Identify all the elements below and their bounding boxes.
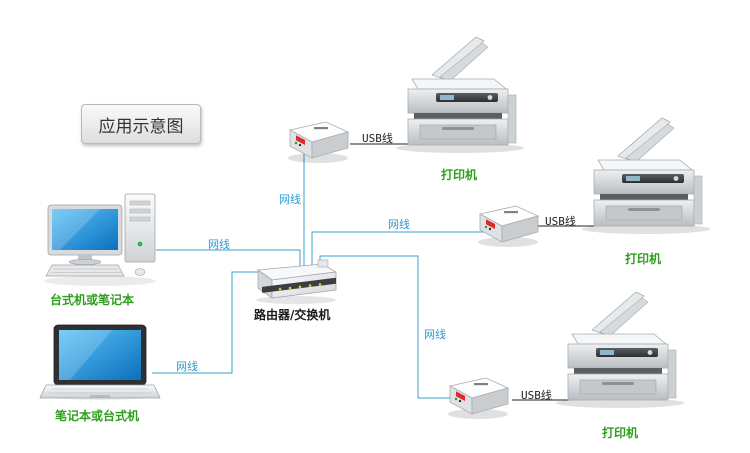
laptop-computer xyxy=(39,324,161,400)
diagram-title: 应用示意图 xyxy=(81,104,201,144)
printer-mid xyxy=(581,117,711,235)
printer-mid-caption: 打印机 xyxy=(625,252,662,266)
desktop-computer xyxy=(44,193,156,286)
usb-label-top: USB线 xyxy=(362,132,393,145)
printer-bottom-caption: 打印机 xyxy=(602,426,639,440)
cable-laptop-router xyxy=(152,271,262,374)
print-server-bottom xyxy=(447,377,509,420)
router-caption: 路由器/交换机 xyxy=(254,308,331,322)
laptop-caption: 笔记本或台式机 xyxy=(55,409,140,423)
print-server-top xyxy=(287,121,349,164)
printer-bottom xyxy=(555,291,685,409)
print-server-mid xyxy=(477,205,539,248)
printer-top xyxy=(395,36,525,154)
printer-top-caption: 打印机 xyxy=(441,168,478,182)
network-label-bottom: 网线 xyxy=(424,328,446,341)
router-switch xyxy=(256,259,338,304)
desktop-caption: 台式机或笔记本 xyxy=(50,293,135,307)
network-label-desktop: 网线 xyxy=(208,238,230,251)
network-label-laptop: 网线 xyxy=(176,360,198,373)
usb-label-mid: USB线 xyxy=(545,215,576,228)
cable-router-server-mid xyxy=(311,231,488,268)
usb-cables xyxy=(350,143,596,401)
network-label-mid: 网线 xyxy=(388,218,410,231)
usb-label-bottom: USB线 xyxy=(521,389,552,402)
cable-router-server-top xyxy=(303,147,326,268)
network-label-top: 网线 xyxy=(279,193,301,206)
